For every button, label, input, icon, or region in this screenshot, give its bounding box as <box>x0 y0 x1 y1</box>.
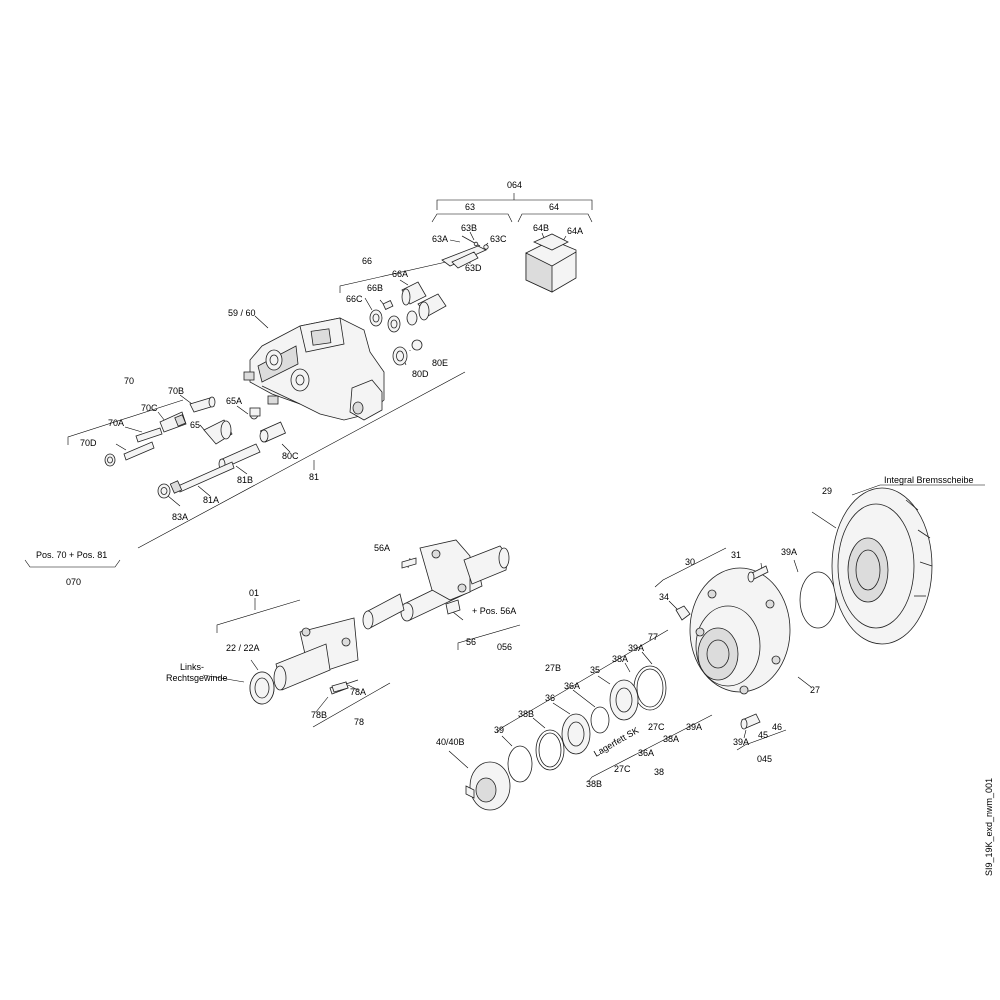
label-80D: 80D <box>412 369 429 379</box>
label-80C: 80C <box>282 451 299 461</box>
label-38A-b: 38A <box>663 734 679 744</box>
label-56: 56 <box>466 637 476 647</box>
label-81B: 81B <box>237 475 253 485</box>
label-66C: 66C <box>346 294 363 304</box>
label-pos70-81: Pos. 70 + Pos. 81 <box>36 550 107 560</box>
label-63C: 63C <box>490 234 507 244</box>
label-66B: 66B <box>367 283 383 293</box>
drawing-id: SI9_19K_exd_nwm_001 <box>984 778 994 876</box>
label-01: 01 <box>249 588 259 598</box>
bracket-lines <box>24 193 985 783</box>
label-064: 064 <box>507 180 522 190</box>
label-70D: 70D <box>80 438 97 448</box>
label-78: 78 <box>354 717 364 727</box>
label-66A: 66A <box>392 269 408 279</box>
label-80E: 80E <box>432 358 448 368</box>
label-39A-a: 39A <box>628 643 644 653</box>
label-34: 34 <box>659 592 669 602</box>
label-39A-top: 39A <box>781 547 797 557</box>
label-27: 27 <box>810 685 820 695</box>
label-38: 38 <box>654 767 664 777</box>
label-70: 70 <box>124 376 134 386</box>
label-pos56A: + Pos. 56A <box>472 606 516 616</box>
label-38B-a: 38B <box>518 709 534 719</box>
label-63: 63 <box>465 202 475 212</box>
guide-parts-70 <box>104 396 216 467</box>
label-70A: 70A <box>108 418 124 428</box>
label-63B: 63B <box>461 223 477 233</box>
label-39A-c: 39A <box>733 737 749 747</box>
hub-cap-40 <box>465 761 511 811</box>
label-83A: 83A <box>172 512 188 522</box>
label-integral-bremsscheibe: Integral Bremsscheibe <box>884 475 974 485</box>
seals-66 <box>369 281 447 366</box>
label-36A-a: 36A <box>564 681 580 691</box>
label-59-60: 59 / 60 <box>228 308 256 318</box>
label-81A: 81A <box>203 495 219 505</box>
label-63A: 63A <box>432 234 448 244</box>
label-78A: 78A <box>350 687 366 697</box>
cap-65 <box>203 407 261 445</box>
label-056: 056 <box>497 642 512 652</box>
label-38B-b: 38B <box>586 779 602 789</box>
label-36A-b: 36A <box>638 748 654 758</box>
label-77: 77 <box>648 632 658 642</box>
label-39: 39 <box>494 725 504 735</box>
label-39A-b: 39A <box>686 722 702 732</box>
label-links: Links- <box>180 662 204 672</box>
label-46: 46 <box>772 722 782 732</box>
label-64B: 64B <box>533 223 549 233</box>
label-045: 045 <box>757 754 772 764</box>
label-27C-a: 27C <box>648 722 665 732</box>
label-31: 31 <box>731 550 741 560</box>
label-38A-a: 38A <box>612 654 628 664</box>
nut-22 <box>249 671 275 705</box>
bearing-rings <box>507 665 667 783</box>
brake-pads-64 <box>525 233 577 293</box>
brake-caliper-59-60 <box>243 317 385 421</box>
wheel-hub-27 <box>689 567 791 695</box>
label-070: 070 <box>66 577 81 587</box>
label-27C-b: 27C <box>614 764 631 774</box>
brake-disc-29 <box>831 487 933 645</box>
axle-beam-56 <box>362 539 510 630</box>
label-66: 66 <box>362 256 372 266</box>
label-64: 64 <box>549 202 559 212</box>
label-22-22A: 22 / 22A <box>226 643 260 653</box>
sensor-78 <box>331 679 359 693</box>
label-81: 81 <box>309 472 319 482</box>
gasket-39A <box>799 571 837 629</box>
bolt-45 <box>740 713 761 730</box>
label-65A: 65A <box>226 396 242 406</box>
label-lagerfett-sk: Lagerfett SK <box>592 725 640 759</box>
pad-retainer-63 <box>441 235 489 269</box>
label-45: 45 <box>758 730 768 740</box>
label-70B: 70B <box>168 386 184 396</box>
label-27B: 27B <box>545 663 561 673</box>
label-78B: 78B <box>311 710 327 720</box>
label-65: 65 <box>190 420 200 430</box>
label-29: 29 <box>822 486 832 496</box>
bolts-81 <box>157 421 287 499</box>
label-30: 30 <box>685 557 695 567</box>
label-40-40B: 40/40B <box>436 737 465 747</box>
label-35: 35 <box>590 665 600 675</box>
label-64A: 64A <box>567 226 583 236</box>
bolts-31-34 <box>675 565 769 621</box>
label-56A: 56A <box>374 543 390 553</box>
label-36-a: 36 <box>545 693 555 703</box>
label-63D: 63D <box>465 263 482 273</box>
label-70C: 70C <box>141 403 158 413</box>
label-rechtsgewinde: Rechtsgewinde <box>166 673 228 683</box>
